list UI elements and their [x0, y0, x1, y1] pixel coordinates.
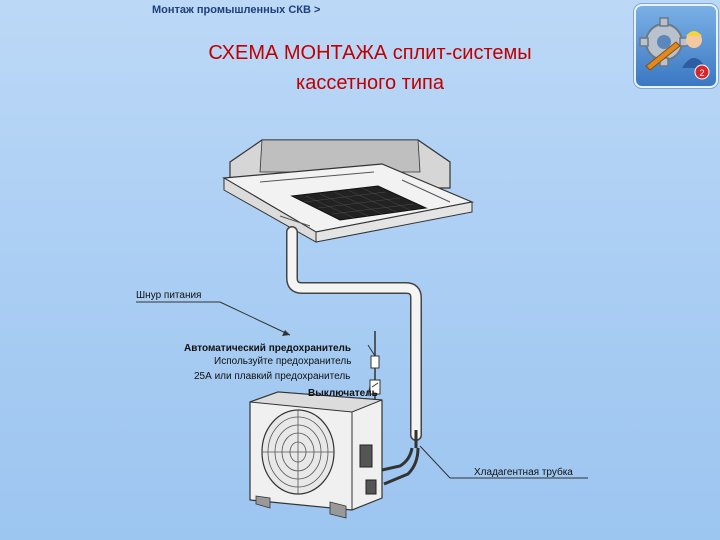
logo: 2	[634, 4, 718, 88]
logo-badge: 2	[699, 68, 704, 78]
installation-diagram	[136, 139, 588, 519]
label-refrigerant-pipe: Хладагентная трубка	[474, 467, 573, 478]
label-power-cord: Шнур питания	[136, 290, 202, 301]
title-line-1: СХЕМА МОНТАЖА сплит-системы	[208, 42, 532, 64]
label-breaker-line3: 25А или плавкий предохранитель	[194, 371, 351, 382]
page-title: СХЕМА МОНТАЖА сплит-системы кассетного т…	[120, 38, 620, 98]
breaker-symbol	[370, 355, 380, 369]
label-switch: Выключатель	[308, 388, 378, 399]
gear-worker-icon: 2	[639, 17, 710, 80]
title-line-2: кассетного типа	[296, 72, 444, 94]
label-breaker-line2: Используйте предохранитель	[214, 356, 352, 367]
breadcrumb[interactable]: Монтаж промышленных СКВ >	[152, 4, 321, 16]
label-breaker-title: Автоматический предохранитель	[184, 343, 352, 354]
